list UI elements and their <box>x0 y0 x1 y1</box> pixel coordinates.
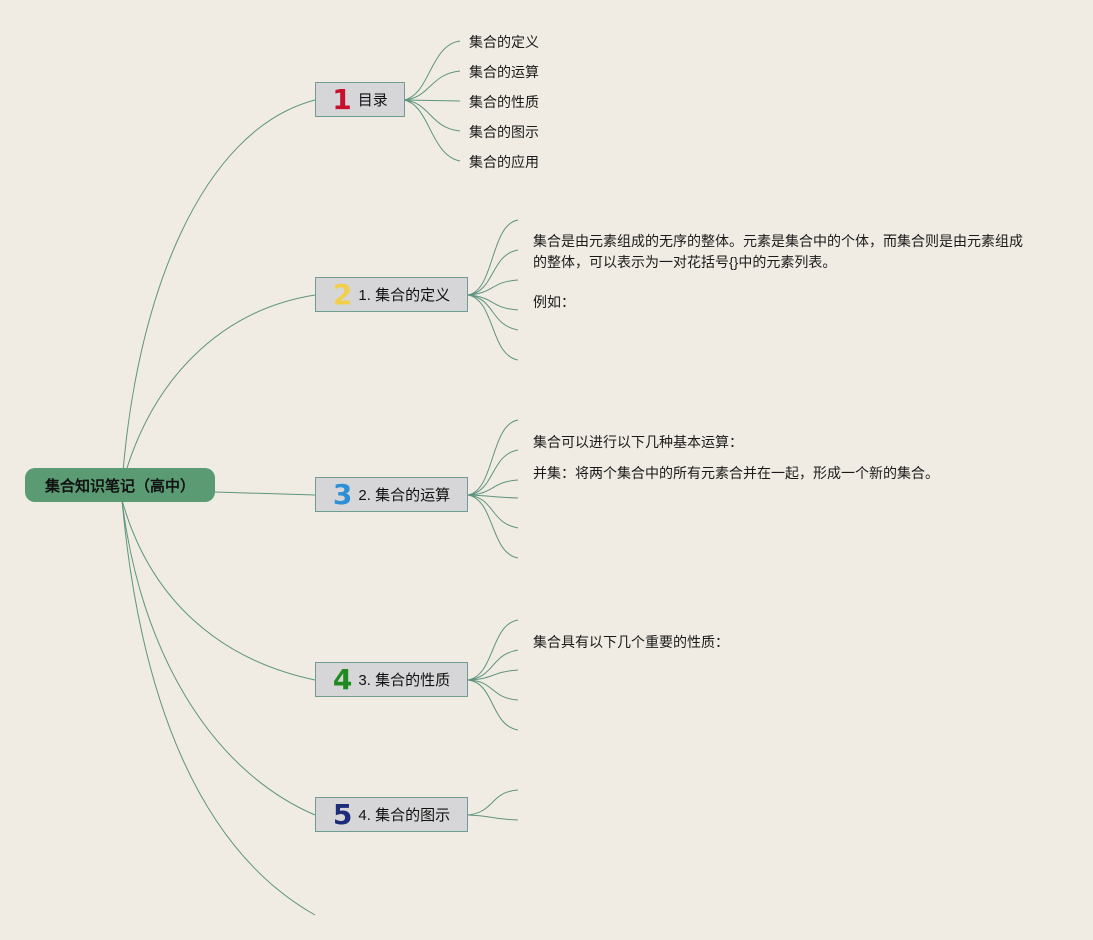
topic-number-5: 5 <box>332 797 353 831</box>
diag-link-1 <box>467 789 519 816</box>
definition-example[interactable]: 例如： <box>533 294 575 310</box>
topic-number-1: 1 <box>332 82 352 116</box>
root-link-properties <box>121 499 316 681</box>
topic-label-diagram: 4. 集合的图示 <box>358 807 451 824</box>
root-node[interactable]: 集合知识笔记（高中） <box>25 468 215 502</box>
prop-link-4 <box>467 679 519 701</box>
definition-text[interactable]: 集合是由元素组成的无序的整体。元素是集合中的个体，而集合则是由元素组成 的整体，… <box>533 231 1023 273</box>
topic-diagram[interactable]: 5 4. 集合的图示 <box>315 797 468 832</box>
prop-link-3 <box>467 669 519 681</box>
toc-item-properties[interactable]: 集合的性质 <box>469 94 539 110</box>
topic-number-2: 2 <box>332 277 353 311</box>
op-link-6 <box>467 494 519 559</box>
topic-definition[interactable]: 2 1. 集合的定义 <box>315 277 468 312</box>
def-link-2 <box>467 249 519 296</box>
toc-item-definition[interactable]: 集合的定义 <box>469 34 539 50</box>
topic-label-definition: 1. 集合的定义 <box>358 287 451 304</box>
def-link-1 <box>467 219 519 296</box>
topic-number-4: 4 <box>332 662 353 696</box>
def-link-5 <box>467 294 519 331</box>
topic-toc[interactable]: 1 目录 <box>315 82 405 117</box>
toc-item-operations[interactable]: 集合的运算 <box>469 64 539 80</box>
diag-link-2 <box>467 814 519 821</box>
root-link-diagram <box>121 499 316 816</box>
op-link-4 <box>467 494 519 499</box>
definition-text-line-1: 集合是由元素组成的无序的整体。元素是集合中的个体，而集合则是由元素组成 <box>533 233 1023 249</box>
properties-intro[interactable]: 集合具有以下几个重要的性质： <box>533 634 729 650</box>
def-link-6 <box>467 294 519 361</box>
root-link-extra <box>121 499 316 916</box>
topic-number-3: 3 <box>332 477 353 511</box>
root-link-definition <box>121 294 316 486</box>
op-link-3 <box>467 479 519 496</box>
topic-label-operations: 2. 集合的运算 <box>358 487 451 504</box>
definition-text-line-2: 的整体，可以表示为一对花括号{}中的元素列表。 <box>533 254 837 270</box>
op-link-1 <box>467 419 519 496</box>
toc-link-4 <box>403 99 461 132</box>
toc-link-5 <box>403 99 461 162</box>
toc-link-1 <box>403 40 461 101</box>
operations-union[interactable]: 并集：将两个集合中的所有元素合并在一起，形成一个新的集合。 <box>533 465 939 481</box>
topic-operations[interactable]: 3 2. 集合的运算 <box>315 477 468 512</box>
prop-link-5 <box>467 679 519 731</box>
def-link-4 <box>467 294 519 311</box>
topic-properties[interactable]: 4 3. 集合的性质 <box>315 662 468 697</box>
op-link-5 <box>467 494 519 529</box>
toc-link-3 <box>403 99 461 102</box>
topic-label-properties: 3. 集合的性质 <box>358 672 451 689</box>
toc-item-applications[interactable]: 集合的应用 <box>469 154 539 170</box>
def-link-3 <box>467 279 519 296</box>
toc-link-2 <box>403 70 461 101</box>
root-link-toc <box>121 99 316 486</box>
op-link-2 <box>467 449 519 496</box>
prop-link-2 <box>467 649 519 681</box>
toc-item-diagram[interactable]: 集合的图示 <box>469 124 539 140</box>
root-label: 集合知识笔记（高中） <box>44 477 195 495</box>
operations-intro[interactable]: 集合可以进行以下几种基本运算： <box>533 434 743 450</box>
root-link-operations <box>214 491 316 496</box>
prop-link-1 <box>467 619 519 681</box>
topic-label-toc: 目录 <box>357 92 388 109</box>
